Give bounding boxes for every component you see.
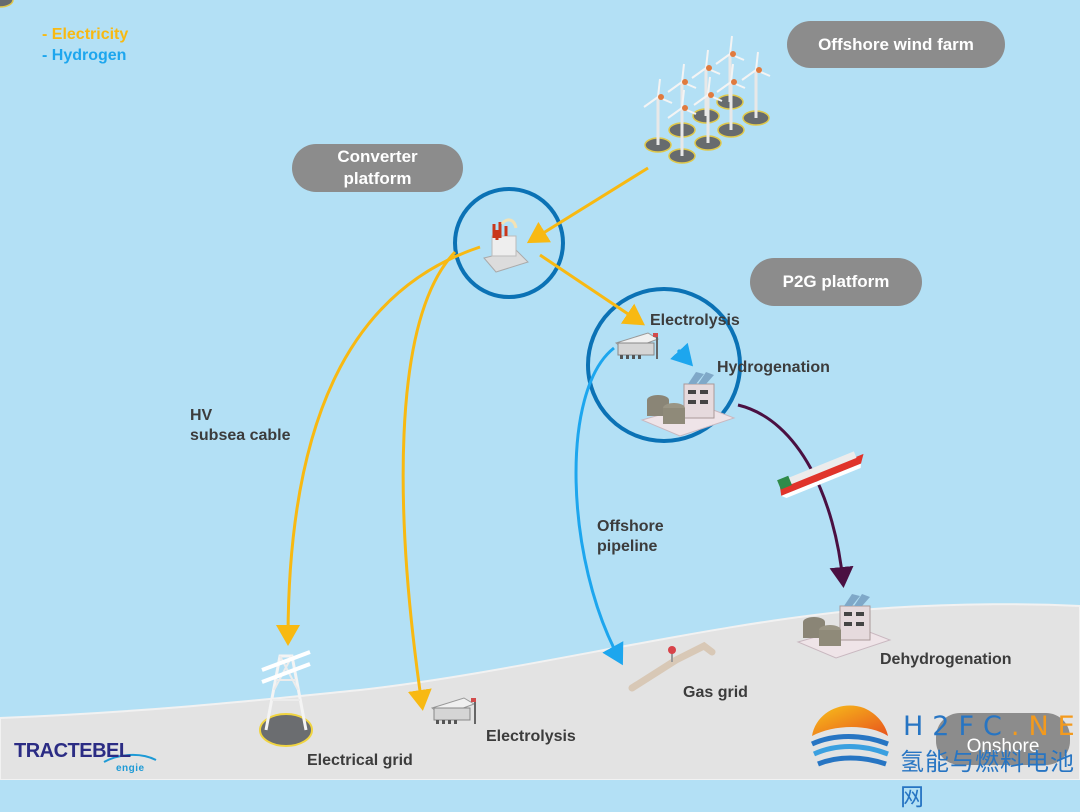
legend-electricity: - Electricity [42, 26, 129, 43]
electrolysis-offshore-label: Electrolysis [650, 312, 740, 329]
dehydrogenation-plant-icon [796, 594, 892, 659]
hydrogenation-label: Hydrogenation [717, 359, 830, 376]
converter-platform-pill: Converter platform [292, 144, 463, 192]
dehydrogenation-label: Dehydrogenation [880, 651, 1012, 668]
converter-platform-line1: Converter [337, 147, 418, 166]
lohc-ship-icon [777, 451, 864, 499]
watermark-chinese: 氢能与燃料电池网 [900, 748, 1075, 811]
watermark-site-dot: . [1010, 711, 1029, 742]
converter-platform-line2: platform [343, 169, 412, 188]
hv-subsea-cable-label: HV subsea cable [190, 406, 291, 446]
diagram-canvas [0, 0, 1080, 780]
gas-grid-pipe-icon [628, 641, 716, 692]
electrical-grid-label: Electrical grid [307, 752, 413, 769]
hydrogenation-plant-icon [640, 372, 736, 437]
tractebel-logo: TRACTEBEL [14, 740, 131, 762]
electrolyzer-icon-onshore [430, 697, 476, 724]
watermark-site-b: NET [1028, 711, 1080, 742]
h2fc-logo-icon [810, 705, 889, 767]
offshore-pipeline-line1: Offshore [597, 518, 664, 535]
electrical-grid-pylon-icon [259, 650, 313, 747]
wind-turbine-icons [0, 0, 771, 164]
engie-swoosh-icon [103, 754, 157, 763]
hv-cable-line1: HV [190, 407, 213, 424]
flow-windfarm-to-converter [526, 166, 649, 244]
engie-logo: engie [116, 763, 145, 774]
offshore-pipeline-flow [574, 346, 624, 666]
gas-grid-label: Gas grid [683, 684, 748, 701]
hv-cable-to-electrical-grid [276, 245, 481, 646]
hv-cable-line2: subsea cable [190, 427, 291, 444]
flow-electrolysis-to-hydrogenation [670, 342, 694, 367]
offshore-pipeline-line2: pipeline [597, 538, 658, 555]
p2g-platform-pill: P2G platform [750, 258, 922, 306]
offshore-pipeline-label: Offshore pipeline [597, 517, 664, 557]
hv-cable-to-onshore-electrolysis [401, 250, 457, 711]
watermark-site: H2FC.NET [903, 711, 1080, 742]
p2g-platform-ring [586, 287, 742, 443]
offshore-wind-farm-pill: Offshore wind farm [787, 21, 1005, 68]
watermark-site-a: H2FC [903, 711, 1011, 742]
onshore-pill: Onshore [936, 713, 1070, 765]
legend: - Electricity - Hydrogen [42, 24, 128, 66]
converter-station-icon [483, 218, 529, 273]
electrolyzer-icon-offshore [614, 332, 660, 359]
ship-transport-flow [737, 403, 854, 588]
legend-hydrogen: - Hydrogen [42, 47, 127, 64]
flow-converter-to-electrolysis [539, 253, 645, 326]
converter-platform-ring [453, 187, 565, 299]
electrolysis-onshore-label: Electrolysis [486, 728, 576, 745]
